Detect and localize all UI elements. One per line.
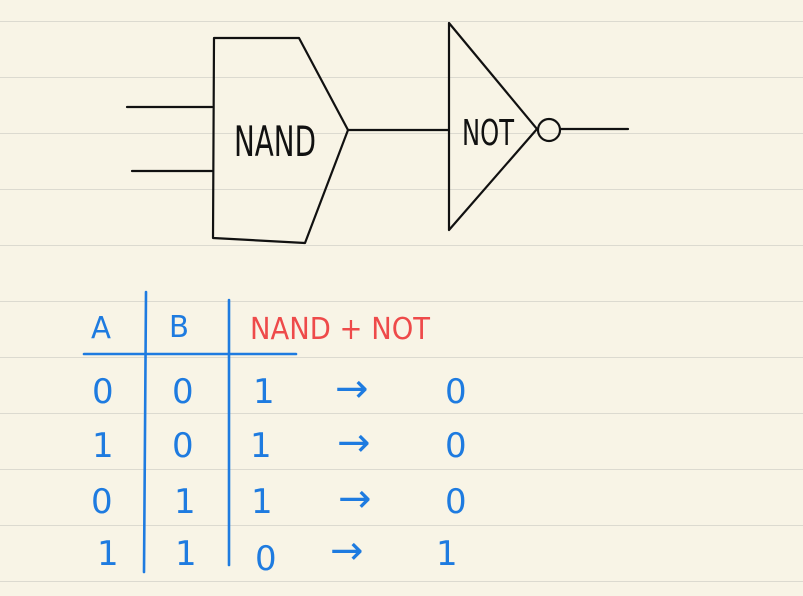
nand-gate	[211, 36, 350, 245]
cell-result: 0	[445, 482, 467, 522]
table-row: 1 1 0 → 1	[97, 528, 458, 579]
ruled-line	[0, 525, 803, 526]
cell-b: 1	[175, 534, 197, 574]
ruled-line	[0, 413, 803, 414]
cell-a: 1	[97, 534, 119, 574]
ruled-line	[0, 357, 803, 358]
cell-nand: 1	[251, 482, 273, 522]
cell-nand: 1	[250, 426, 272, 466]
header-a: A	[91, 311, 111, 346]
cell-result: 1	[436, 534, 458, 574]
ruled-line	[0, 77, 803, 78]
truth-table: A B NAND + NOT 0 0 1 → 0 1 0 1 → 0 0 1 1…	[82, 290, 467, 579]
ruled-line	[0, 133, 803, 134]
cell-nand: 0	[255, 539, 277, 579]
cell-b: 0	[172, 372, 194, 412]
ruled-line	[0, 581, 803, 582]
inversion-bubble	[536, 117, 562, 143]
nand-gate-label: NAND	[234, 117, 316, 166]
header-nand-not: NAND + NOT	[250, 312, 431, 347]
ruled-line	[0, 21, 803, 22]
ruled-line	[0, 245, 803, 246]
cell-a: 1	[92, 426, 114, 466]
cell-result: 0	[445, 426, 467, 466]
arrow: →	[335, 366, 369, 412]
header-b: B	[169, 310, 189, 345]
cell-nand: 1	[253, 372, 275, 412]
table-row: 0 1 1 → 0	[91, 476, 467, 522]
arrow: →	[338, 476, 372, 522]
not-gate	[447, 21, 539, 232]
table-row: 1 0 1 → 0	[92, 420, 467, 466]
cell-b: 1	[174, 482, 196, 522]
ruled-line	[0, 469, 803, 470]
arrow: →	[330, 528, 364, 574]
cell-a: 0	[91, 482, 113, 522]
table-column-divider-1	[142, 290, 148, 574]
table-row: 0 0 1 → 0	[92, 366, 467, 412]
ruled-line	[0, 189, 803, 190]
gate-diagram	[125, 21, 630, 245]
arrow: →	[337, 420, 371, 466]
not-gate-label: NOT	[462, 113, 515, 154]
cell-b: 0	[172, 426, 194, 466]
cell-a: 0	[92, 372, 114, 412]
cell-result: 0	[445, 372, 467, 412]
ruled-line	[0, 301, 803, 302]
